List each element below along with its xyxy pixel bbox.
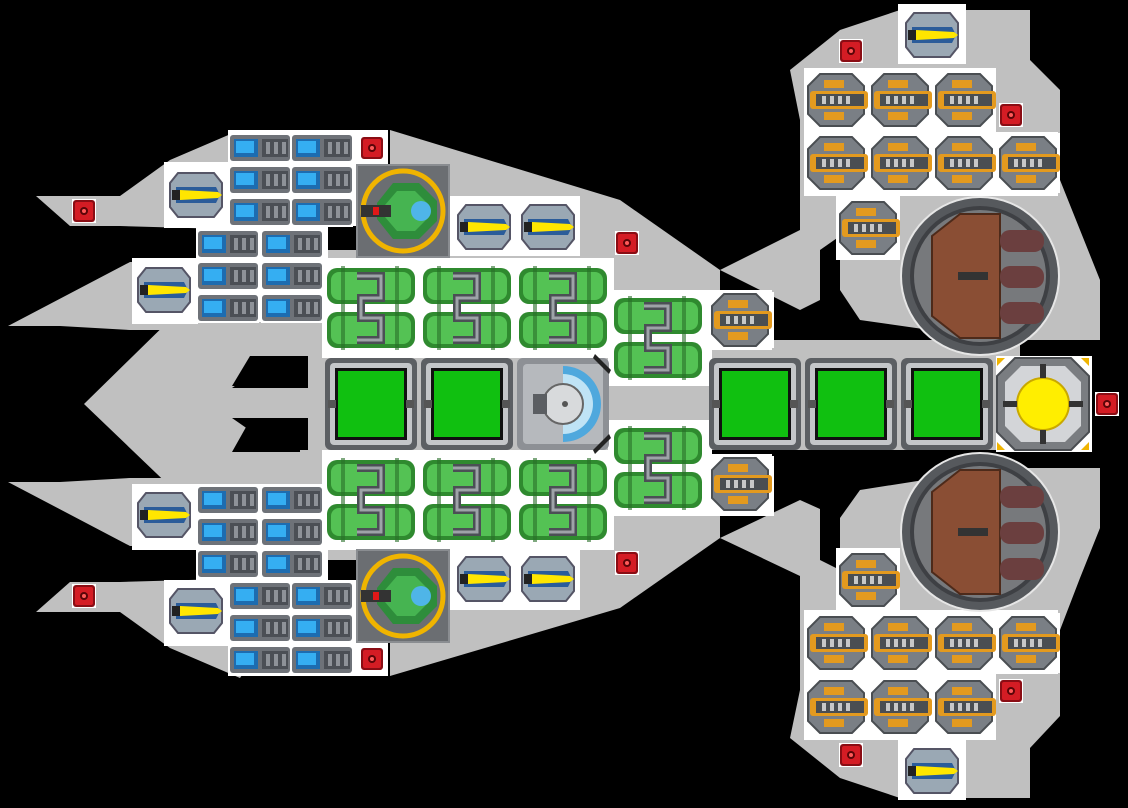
missile-launcher-icon	[899, 195, 1061, 357]
orange-railgun-icon	[995, 612, 1061, 674]
ion-thruster-icon	[229, 197, 291, 227]
fuel-pipe-icon	[612, 292, 704, 384]
ion-thruster-icon	[197, 549, 259, 579]
fuel-pipe-icon	[517, 454, 609, 546]
small-armor-icon	[72, 199, 96, 223]
ion-thruster-icon	[229, 581, 291, 611]
green-cargo-icon	[421, 358, 513, 450]
ion-thruster-icon	[261, 517, 323, 547]
ion-thruster-icon	[197, 293, 259, 323]
ion-thruster-icon	[261, 293, 323, 323]
orange-railgun-icon	[867, 612, 933, 674]
yellow-engine-icon	[163, 168, 229, 222]
orange-railgun-icon	[707, 453, 773, 515]
green-cargo-icon	[901, 358, 993, 450]
orange-railgun-icon	[931, 676, 997, 738]
small-armor-icon	[615, 551, 639, 575]
yellow-engine-icon	[515, 200, 581, 254]
reactor-module[interactable]	[996, 357, 1090, 451]
yellow-engine-icon	[131, 488, 197, 542]
ion-thruster-icon	[229, 645, 291, 675]
small-armor-icon	[360, 647, 384, 671]
ion-thruster-icon	[197, 485, 259, 515]
ion-thruster-icon	[261, 261, 323, 291]
yellow-engine-icon	[451, 552, 517, 606]
small-armor-icon	[839, 743, 863, 767]
ion-thruster-icon	[291, 197, 353, 227]
orange-railgun-icon	[803, 69, 869, 131]
orange-railgun-icon	[867, 676, 933, 738]
shield-generator-icon	[356, 164, 450, 258]
orange-railgun-icon	[803, 676, 869, 738]
fuel-pipe-icon	[421, 454, 513, 546]
small-armor-icon	[999, 679, 1023, 703]
ion-thruster-icon	[229, 165, 291, 195]
missile-launcher-icon	[899, 451, 1061, 613]
ion-thruster-icon	[229, 133, 291, 163]
orange-railgun-icon	[931, 132, 997, 194]
ion-thruster-icon	[261, 229, 323, 259]
ion-thruster-icon	[291, 165, 353, 195]
orange-railgun-icon	[931, 69, 997, 131]
yellow-engine-icon	[899, 744, 965, 798]
ion-thruster-icon	[291, 133, 353, 163]
yellow-engine-icon	[515, 552, 581, 606]
bridge-module[interactable]	[517, 354, 611, 454]
ion-thruster-icon	[291, 581, 353, 611]
ion-thruster-icon	[197, 229, 259, 259]
shield-generator-icon	[356, 549, 450, 643]
small-armor-icon	[360, 136, 384, 160]
orange-railgun-icon	[995, 132, 1061, 194]
ion-thruster-icon	[291, 613, 353, 643]
yellow-engine-icon	[451, 200, 517, 254]
ion-thruster-icon	[229, 613, 291, 643]
ion-thruster-icon	[291, 645, 353, 675]
small-armor-icon	[615, 231, 639, 255]
green-cargo-icon	[805, 358, 897, 450]
hull-cutouts	[130, 228, 840, 580]
ion-thruster-icon	[197, 261, 259, 291]
orange-railgun-icon	[931, 612, 997, 674]
yellow-engine-icon	[131, 263, 197, 317]
small-armor-icon	[839, 39, 863, 63]
orange-railgun-icon	[707, 289, 773, 351]
fuel-pipe-icon	[517, 262, 609, 354]
yellow-engine-icon	[899, 8, 965, 62]
orange-railgun-icon	[835, 197, 901, 259]
yellow-engine-icon	[163, 584, 229, 638]
ion-thruster-icon	[261, 485, 323, 515]
ion-thruster-icon	[197, 517, 259, 547]
orange-railgun-icon	[867, 132, 933, 194]
fuel-pipe-icon	[421, 262, 513, 354]
orange-railgun-icon	[835, 549, 901, 611]
small-armor-icon	[72, 584, 96, 608]
fuel-pipe-icon	[325, 454, 417, 546]
ion-thruster-icon	[261, 549, 323, 579]
fuel-pipe-icon	[325, 262, 417, 354]
green-cargo-icon	[325, 358, 417, 450]
orange-railgun-icon	[867, 69, 933, 131]
small-armor-icon	[999, 103, 1023, 127]
orange-railgun-icon	[803, 612, 869, 674]
fuel-pipe-icon	[612, 422, 704, 514]
green-cargo-icon	[709, 358, 801, 450]
orange-railgun-icon	[803, 132, 869, 194]
small-armor-icon	[1095, 392, 1119, 416]
